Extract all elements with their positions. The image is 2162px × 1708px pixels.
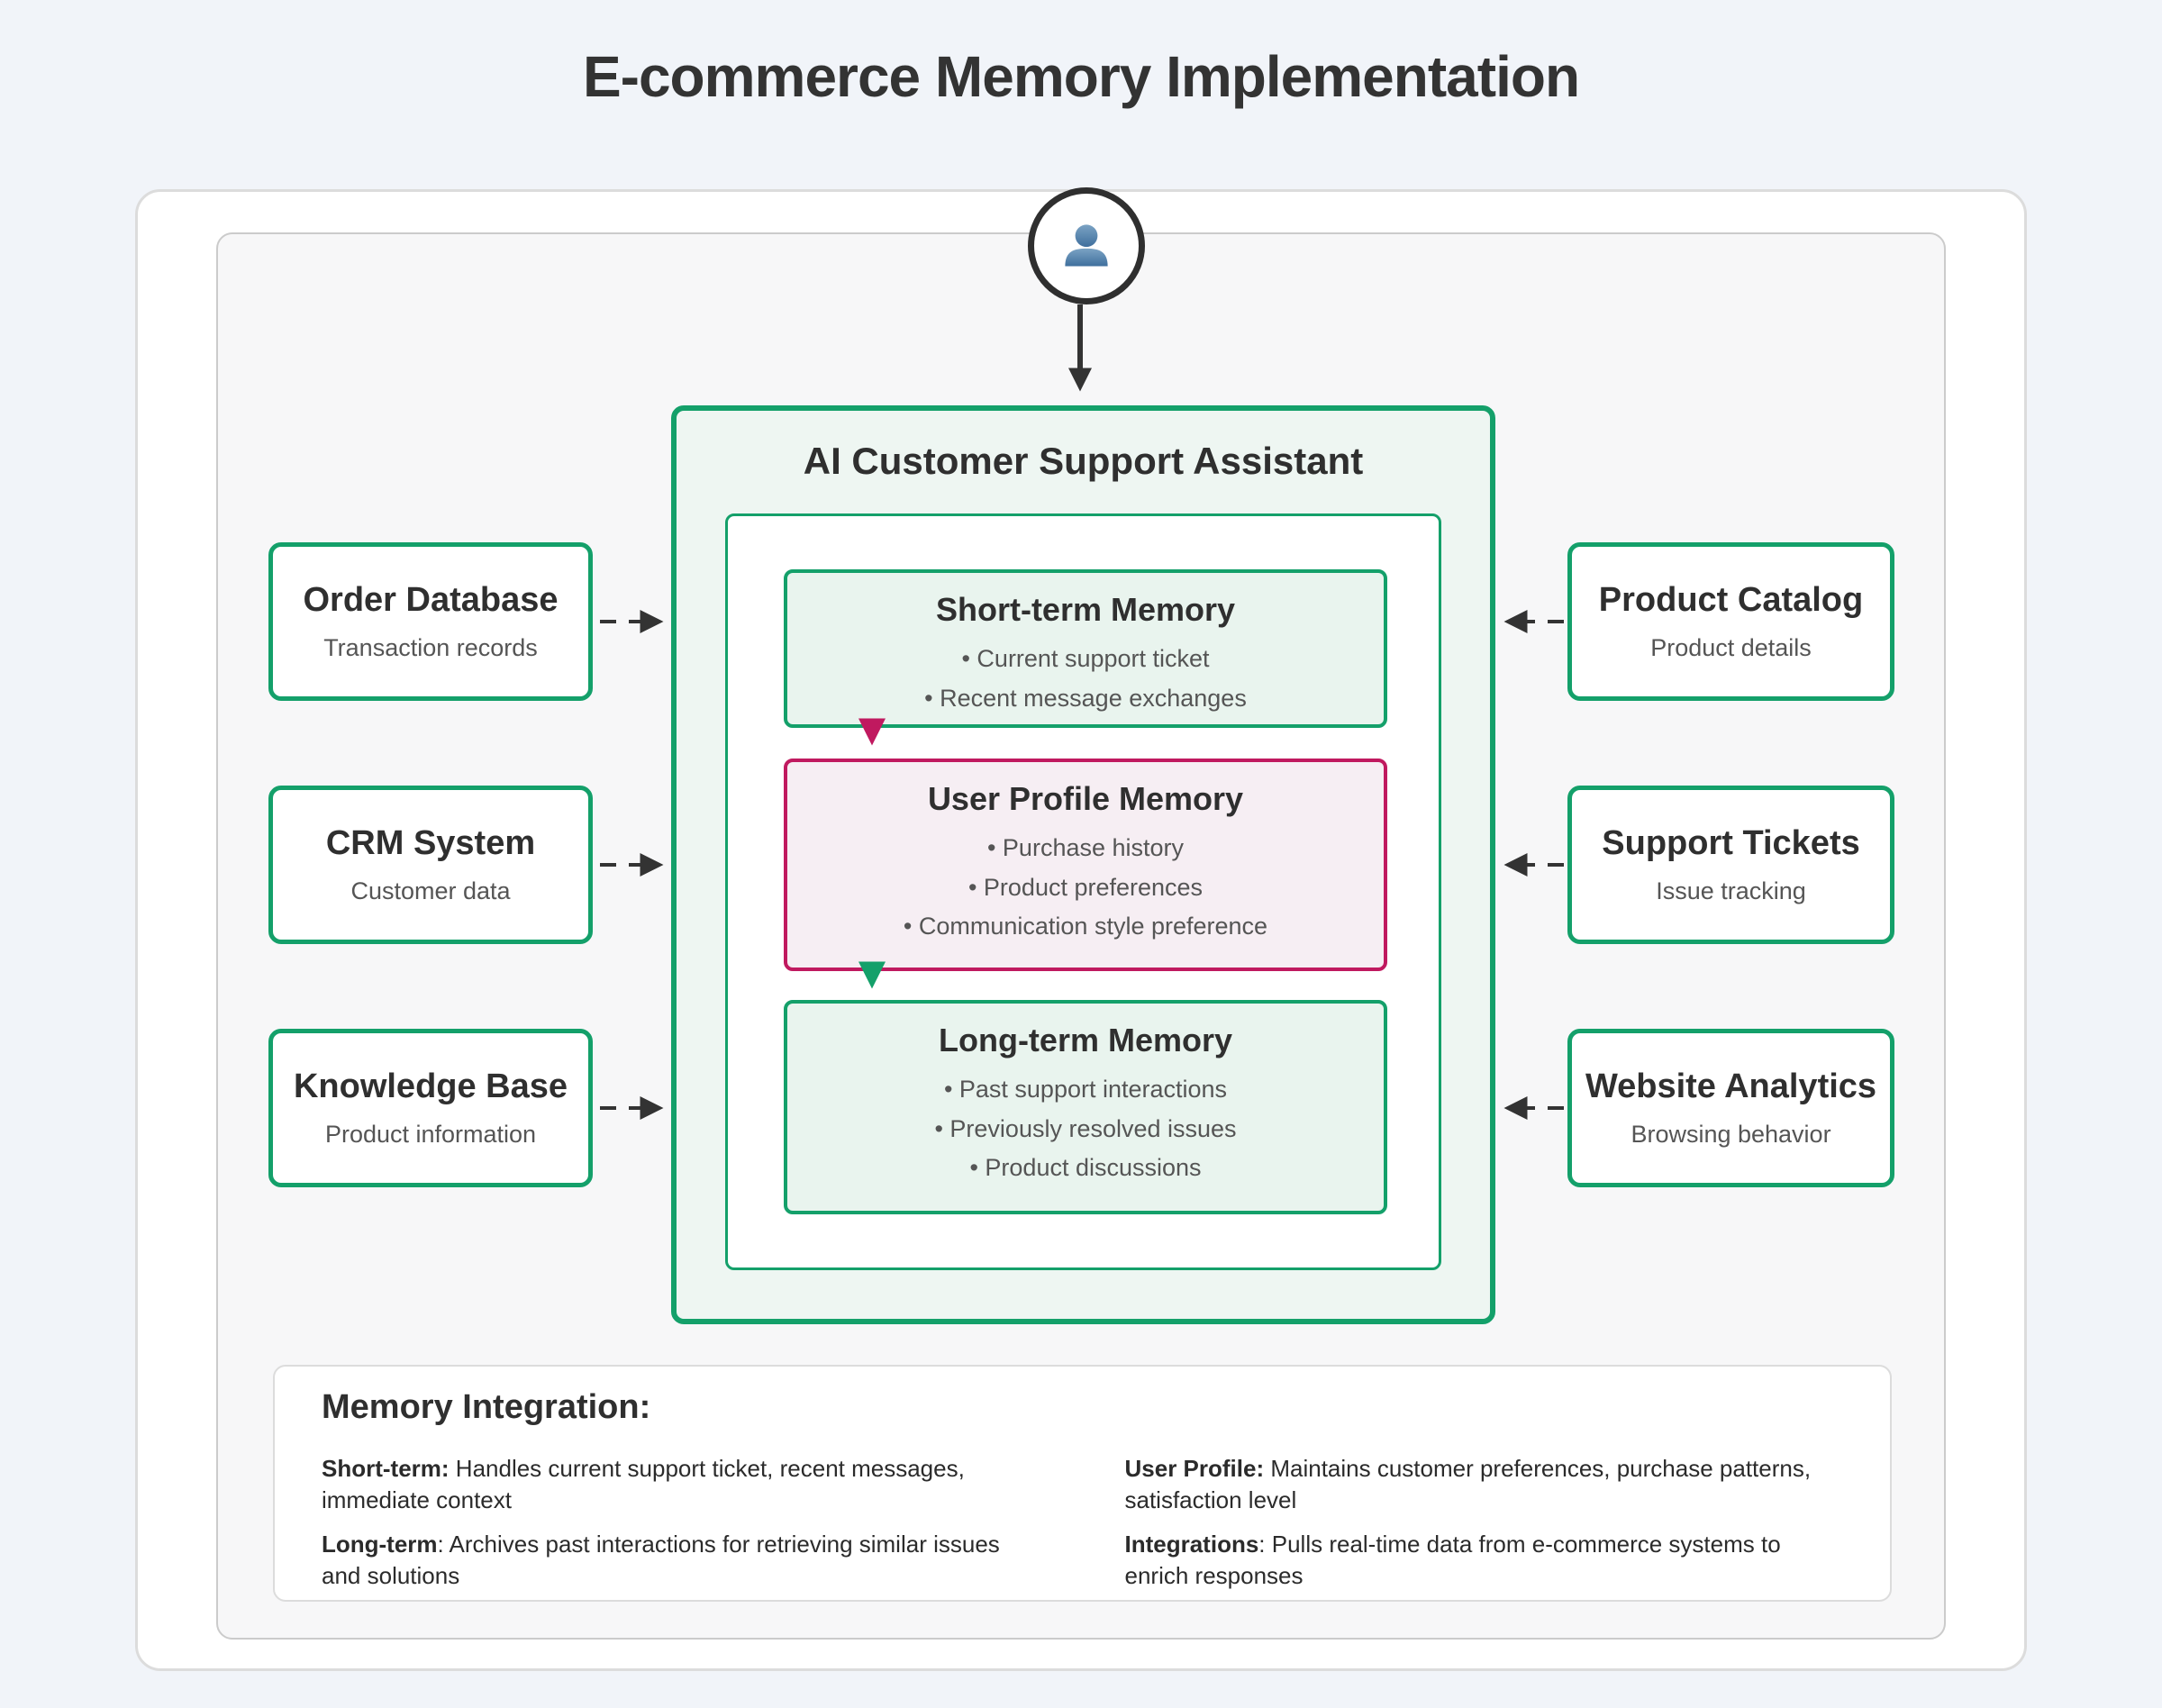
source-title: Order Database [303,581,559,619]
source-box-knowledge-base: Knowledge Base Product information [268,1029,593,1187]
source-box-support-tickets: Support Tickets Issue tracking [1567,786,1894,944]
note-lead: Integrations [1124,1531,1259,1558]
note-text: : Pulls real-time data from e-commerce s… [1124,1531,1781,1590]
source-subtitle: Issue tracking [1656,877,1806,904]
source-title: Product Catalog [1598,581,1864,619]
short-term-memory-title: Short-term Memory [935,591,1236,628]
short-term-memory-items: • Current support ticket • Recent messag… [787,640,1384,718]
memory-item: • Past support interactions [943,1076,1228,1103]
user-profile-memory-box: User Profile Memory • Purchase history •… [784,759,1387,971]
source-subtitle: Customer data [350,877,511,904]
source-title: Knowledge Base [293,1068,568,1105]
source-title: CRM System [325,824,536,862]
memory-item: • Product discussions [969,1154,1202,1182]
source-box-product-catalog: Product Catalog Product details [1567,542,1894,701]
source-title: Website Analytics [1585,1068,1877,1105]
memory-item: • Previously resolved issues [934,1114,1237,1142]
note-text: Handles current support ticket, recent m… [322,1455,965,1514]
integration-note-long-term: Long-term: Archives past interactions fo… [322,1529,1044,1592]
assistant-title: AI Customer Support Assistant [803,440,1364,482]
note-text: Maintains customer preferences, purchase… [1124,1455,1812,1514]
source-title: Support Tickets [1602,824,1860,862]
source-box-crm-system: CRM System Customer data [268,786,593,944]
short-term-memory-box: Short-term Memory • Current support tick… [784,569,1387,728]
source-subtitle: Product information [324,1121,537,1148]
user-profile-memory-items: • Purchase history • Product preferences… [787,829,1384,947]
source-box-order-database: Order Database Transaction records [268,542,593,701]
source-subtitle: Transaction records [323,634,538,661]
note-lead: User Profile: [1124,1455,1265,1482]
memory-integration-notes: Short-term: Handles current support tick… [322,1453,1847,1592]
integration-note-short-term: Short-term: Handles current support tick… [322,1453,1044,1516]
long-term-memory-box: Long-term Memory • Past support interact… [784,1000,1387,1214]
memory-integration-heading: Memory Integration: [322,1388,651,1426]
source-box-website-analytics: Website Analytics Browsing behavior [1567,1029,1894,1187]
source-subtitle: Browsing behavior [1631,1121,1831,1148]
memory-item: • Recent message exchanges [924,684,1247,712]
long-term-memory-title: Long-term Memory [938,1022,1233,1058]
source-subtitle: Product details [1650,634,1812,661]
page-title: E-commerce Memory Implementation [582,44,1580,109]
memory-item: • Current support ticket [961,645,1210,672]
user-profile-memory-title: User Profile Memory [927,780,1244,817]
note-lead: Short-term: [322,1455,450,1482]
user-silhouette-icon [1065,224,1108,267]
memory-item: • Purchase history [986,834,1185,861]
memory-integration-panel: Memory Integration: Short-term: Handles … [273,1365,1892,1602]
note-text: : Archives past interactions for retriev… [322,1531,1000,1590]
integration-note-user-profile: User Profile: Maintains customer prefere… [1125,1453,1848,1516]
user-node [1028,187,1145,304]
long-term-memory-items: • Past support interactions • Previously… [787,1070,1384,1188]
note-lead: Long-term [322,1531,438,1558]
memory-item: • Communication style preference [903,913,1268,940]
memory-item: • Product preferences [967,873,1204,901]
integration-note-integrations: Integrations: Pulls real-time data from … [1125,1529,1848,1592]
